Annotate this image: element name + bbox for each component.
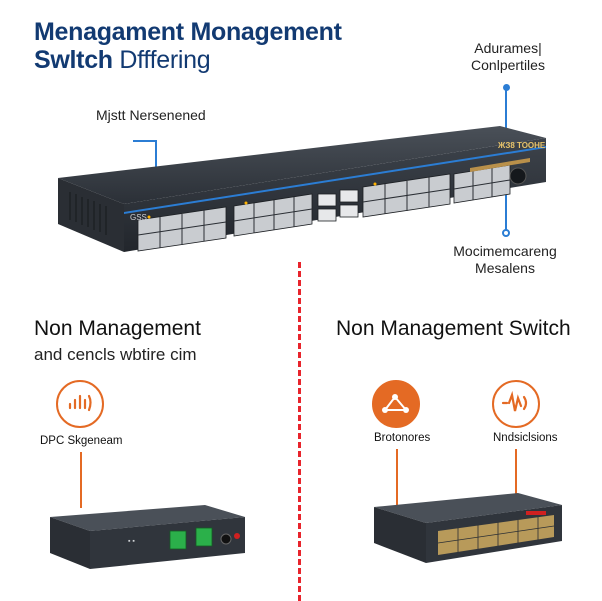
- page-title: Menagament Monagement: [34, 18, 342, 46]
- right-connector-line-2: [515, 449, 517, 505]
- unmanaged-switch-image: ▪ ▪: [50, 505, 245, 569]
- page-subtitle: Swltch Dfffering: [34, 46, 211, 75]
- callout-dot: [503, 84, 510, 91]
- left-icon-caption: DPC Skgeneam: [40, 435, 123, 447]
- right-switch-image: [374, 493, 562, 563]
- managed-switch-image: GSS ЖЗ8 ТООНЕ: [58, 126, 546, 252]
- left-panel-heading: Non Management: [34, 317, 201, 340]
- callout-left: Mjstt Nersenened: [96, 107, 206, 123]
- callout-bottom-right-line1: Mocimemcareng: [453, 243, 557, 259]
- switch-label-left: GSS: [130, 213, 147, 222]
- right-icon1-caption: Brotonores: [374, 432, 431, 444]
- divider-line: [298, 262, 301, 601]
- callout-top-right-line2: Conlpertiles: [471, 57, 545, 73]
- subtitle-rest: Dfffering: [112, 46, 211, 74]
- svg-text:▪ ▪: ▪ ▪: [128, 538, 135, 545]
- network-diagram-icon: [372, 380, 420, 428]
- callout-bottom-right: Mocimemcareng Mesalens: [440, 243, 570, 277]
- callout-dot-bottom: [502, 229, 510, 237]
- left-connector-line: [80, 452, 82, 508]
- left-panel-subtitle: and cencls wbtire cim: [34, 345, 197, 364]
- callout-top-right-line1: Adurames|: [474, 40, 542, 56]
- right-panel-heading: Non Management Switch: [336, 317, 571, 340]
- switch-label-right: ЖЗ8 ТООНЕ: [497, 141, 546, 150]
- signal-wave-icon: [492, 380, 540, 428]
- signal-bars-icon: [56, 380, 104, 428]
- callout-top-right: Adurames| Conlpertiles: [448, 40, 568, 74]
- right-icon2-caption: Nndsiclsions: [493, 432, 558, 444]
- callout-left-hline: [133, 140, 157, 142]
- subtitle-bold: Swltch: [34, 46, 113, 74]
- callout-bottom-right-line2: Mesalens: [475, 260, 535, 276]
- right-connector-line-1: [396, 449, 398, 505]
